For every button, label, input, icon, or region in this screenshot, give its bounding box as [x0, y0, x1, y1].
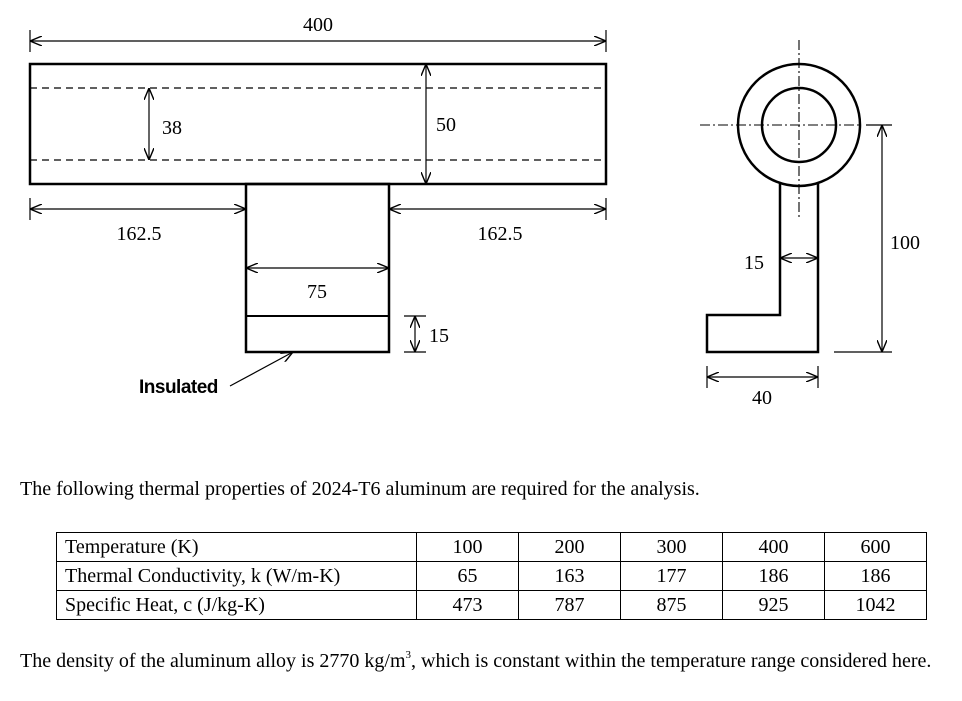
dim-label-15-insulated: 15 — [429, 325, 449, 347]
table-cell: 163 — [518, 561, 621, 591]
row-label: Temperature (K) — [56, 532, 417, 562]
density-text: The density of the aluminum alloy is 277… — [20, 650, 406, 672]
row-label: Thermal Conductivity, k (W/m-K) — [56, 561, 417, 591]
density-text-rest: , which is constant within the temperatu… — [411, 650, 932, 672]
table-cell: 186 — [722, 561, 825, 591]
dim-label-400: 400 — [303, 14, 333, 36]
front-view — [28, 30, 608, 387]
table-cell: 177 — [620, 561, 723, 591]
table-cell: 787 — [518, 590, 621, 620]
table-row: Temperature (K) 100 200 300 400 600 — [56, 532, 927, 562]
table-row: Thermal Conductivity, k (W/m-K) 65 163 1… — [56, 561, 927, 591]
table-cell: 100 — [416, 532, 519, 562]
intro-paragraph: The following thermal properties of 2024… — [20, 478, 700, 500]
insulated-label: Insulated — [139, 377, 218, 398]
dim-label-50: 50 — [436, 114, 456, 136]
table-cell: 925 — [722, 590, 825, 620]
dim-label-left-162: 162.5 — [117, 223, 162, 245]
row-label: Specific Heat, c (J/kg-K) — [56, 590, 417, 620]
dim-label-15-thickness: 15 — [744, 252, 764, 274]
table-cell: 600 — [824, 532, 927, 562]
dim-label-38: 38 — [162, 117, 182, 139]
fin-side-profile — [705, 182, 820, 354]
side-view — [700, 40, 892, 388]
dim-label-right-162: 162.5 — [478, 223, 523, 245]
dim-label-75: 75 — [307, 281, 327, 303]
thermal-properties-table: Temperature (K) 100 200 300 400 600 Ther… — [56, 532, 927, 620]
density-paragraph: The density of the aluminum alloy is 277… — [20, 648, 952, 674]
table-row: Specific Heat, c (J/kg-K) 473 787 875 92… — [56, 590, 927, 620]
dimension-labels: 400 38 50 162.5 162.5 75 15 15 100 40 In… — [117, 14, 921, 409]
engineering-drawing: 400 38 50 162.5 162.5 75 15 15 100 40 In… — [28, 14, 921, 409]
table-cell: 1042 — [824, 590, 927, 620]
insulated-leader — [229, 352, 293, 387]
table-cell: 186 — [824, 561, 927, 591]
dim-label-40: 40 — [752, 387, 772, 409]
density-exponent: 3 — [405, 649, 412, 661]
dim-label-100: 100 — [890, 232, 920, 254]
table-cell: 300 — [620, 532, 723, 562]
table-cell: 400 — [722, 532, 825, 562]
table-cell: 875 — [620, 590, 723, 620]
table-cell: 473 — [416, 590, 519, 620]
pipe-outline — [28, 62, 608, 186]
table-cell: 200 — [518, 532, 621, 562]
table-cell: 65 — [416, 561, 519, 591]
